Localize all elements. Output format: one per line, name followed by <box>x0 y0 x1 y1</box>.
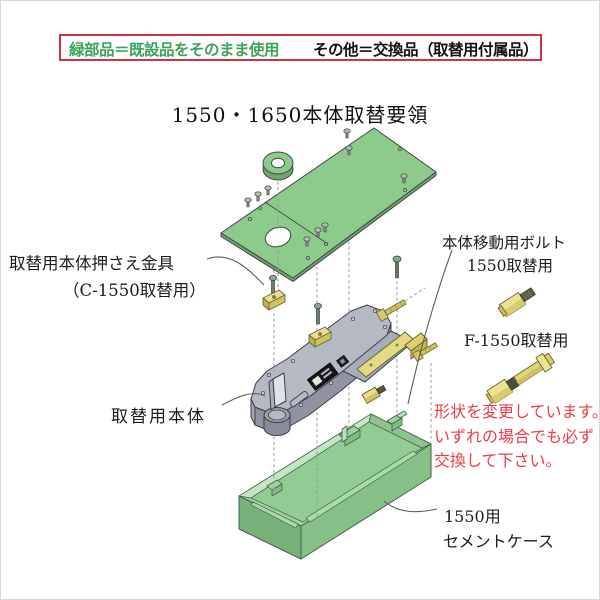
mounted-standoff-bolt <box>361 384 387 404</box>
case-clip-right <box>386 410 408 432</box>
label-move-bolt-line1: 本体移動用ボルト <box>442 234 567 252</box>
body-name-plate <box>307 362 339 391</box>
label-cement-case-line2: セメントケース <box>443 532 554 551</box>
body-slot <box>289 390 309 408</box>
spindle-post <box>272 372 287 408</box>
case-floor <box>250 421 423 523</box>
cement-case <box>238 410 432 560</box>
leader-lines <box>206 249 453 513</box>
legend-box: 緑部品＝既設品をそのまま使用 その他＝交換品（取替用付属品） <box>59 34 542 61</box>
brass-bolt-right <box>412 342 439 362</box>
note-line2: いずれの場合でも必ず <box>434 426 595 446</box>
spindle-ring <box>262 151 294 181</box>
bolt-icon-1550 <box>497 287 536 318</box>
plate-spindle-hole <box>264 226 292 248</box>
cover-plate <box>220 127 437 282</box>
label-cement-case-line1: 1550用 <box>444 507 501 526</box>
bolt-icon-f1550 <box>485 352 555 404</box>
legend-green-parts-label: 緑部品＝既設品をそのまま使用 <box>69 41 280 59</box>
red-caution-note: 形状を変更しています。 いずれの場合でも必ず 交換して下さい。 <box>434 400 600 474</box>
label-holder-bracket-line2: （C-1550取替用） <box>63 281 206 300</box>
legend-other-parts-label: その他＝交換品（取替用付属品） <box>313 41 539 59</box>
body-adjuster-port <box>336 354 350 368</box>
leader-body <box>221 393 266 406</box>
brass-bolt-upper <box>375 299 407 322</box>
plate-screws <box>244 128 408 247</box>
note-line1: 形状を変更しています。 <box>434 402 600 421</box>
holder-bracket-center <box>308 326 332 348</box>
case-rail-left <box>250 501 299 529</box>
plate-holes <box>247 146 408 261</box>
holder-screw-left <box>268 274 277 294</box>
leader-case <box>383 500 438 513</box>
hinge-body <box>250 304 428 436</box>
holder-screw-center <box>313 302 322 325</box>
case-rail-right <box>305 450 418 523</box>
label-holder-bracket-line1: 取替用本体押さえ金具 <box>9 254 174 273</box>
page-title: 1550・1650本体取替要領 <box>171 103 429 127</box>
leader-holder <box>206 256 265 286</box>
label-move-bolt-line2: 1550取替用 <box>467 257 553 275</box>
leader-move-bolt <box>407 249 453 405</box>
label-replacement-body: 取替用本体 <box>111 407 206 427</box>
label-f1550-bolt: F-1550取替用 <box>464 331 569 350</box>
long-screw-right <box>392 255 402 279</box>
body-cylinder-inner <box>268 409 286 421</box>
body-screw-dots <box>260 308 388 408</box>
note-line3: 交換して下さい。 <box>434 451 562 470</box>
